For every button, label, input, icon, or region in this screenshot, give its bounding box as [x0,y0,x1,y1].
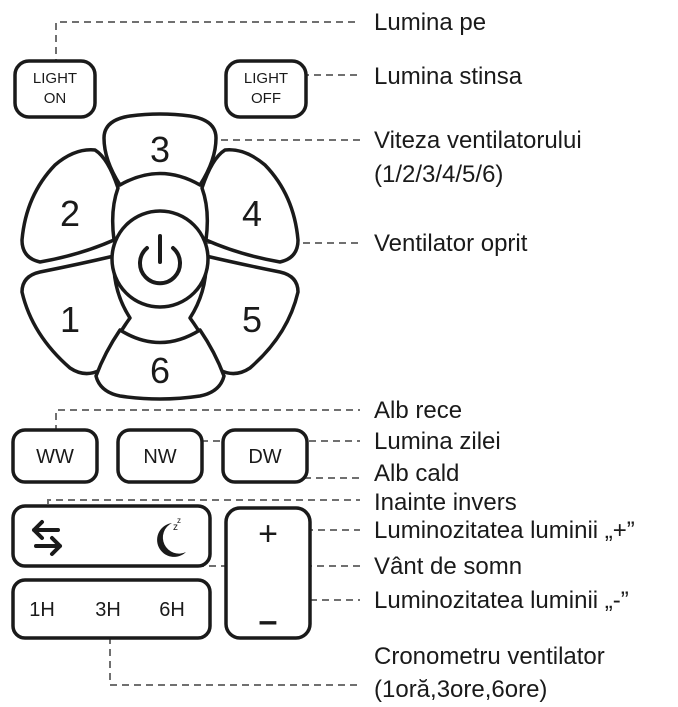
nw-button[interactable]: NW [116,428,204,484]
speed-5-label: 5 [242,299,262,340]
svg-text:z: z [173,522,178,533]
moon-sleep-icon: z z [157,516,186,557]
label-brightness-minus: Luminozitatea luminii „-” [374,587,629,614]
speed-button-2[interactable]: 2 [20,148,120,264]
svg-text:z: z [177,516,181,525]
brightness-rocker: + – [224,506,312,640]
speed-button-6[interactable]: 6 [94,328,226,401]
label-cool-white: Alb rece [374,397,462,424]
leader-timer [109,637,360,686]
speed-button-3[interactable]: 3 [102,112,218,187]
light-on-label-line1: LIGHT [33,70,77,87]
timer-6h-label: 6H [159,599,185,621]
callout-labels: Lumina pe Lumina stinsa Viteza ventilato… [374,9,635,703]
speed-1-label: 1 [60,299,80,340]
label-timer-line1: Cronometru ventilator [374,643,605,670]
speed-4-label: 4 [242,193,262,234]
leader-cool-white [55,409,360,432]
label-warm-white: Alb cald [374,460,459,487]
ww-button[interactable]: WW [11,428,99,484]
power-button[interactable] [110,209,210,309]
speed-6-label: 6 [150,350,170,391]
label-sleep-wind: Vânt de somn [374,553,522,580]
label-timer-line2: (1oră,3ore,6ore) [374,676,547,703]
timer-1h-label: 1H [29,599,55,621]
light-off-button[interactable]: LIGHT OFF [224,59,308,119]
label-light-off: Lumina stinsa [374,63,523,90]
speed-3-label: 3 [150,129,170,170]
light-off-label-line2: OFF [251,90,281,107]
light-on-button[interactable]: LIGHT ON [13,59,97,119]
label-forward-reverse: Inainte invers [374,489,517,516]
label-daylight: Lumina zilei [374,428,501,455]
power-icon [138,234,182,286]
speed-button-4[interactable]: 4 [200,148,300,264]
label-brightness-plus: Luminozitatea luminii „+” [374,517,635,544]
reverse-arrows-icon [32,520,62,556]
label-fan-off: Ventilator oprit [374,230,528,257]
brightness-minus-label: – [259,602,278,640]
leader-light-on [55,21,360,66]
timer-button[interactable]: 1H 3H 6H [11,578,212,640]
dw-button[interactable]: DW [221,428,309,484]
brightness-minus-button[interactable]: – [226,573,310,640]
reverse-sleep-button[interactable]: z z [11,504,212,568]
leader-forward-reverse [47,499,360,528]
nw-label: NW [143,446,176,468]
timer-3h-label: 3H [95,599,121,621]
dw-label: DW [248,446,281,468]
speed-2-label: 2 [60,193,80,234]
label-light-on: Lumina pe [374,9,486,36]
ww-label: WW [36,446,74,468]
brightness-plus-button[interactable]: + [226,508,310,573]
label-fan-speed-line2: (1/2/3/4/5/6) [374,161,503,188]
light-off-label-line1: LIGHT [244,70,288,87]
brightness-plus-label: + [258,515,278,553]
light-on-label-line2: ON [44,90,67,107]
label-fan-speed-line1: Viteza ventilatorului [374,127,582,154]
